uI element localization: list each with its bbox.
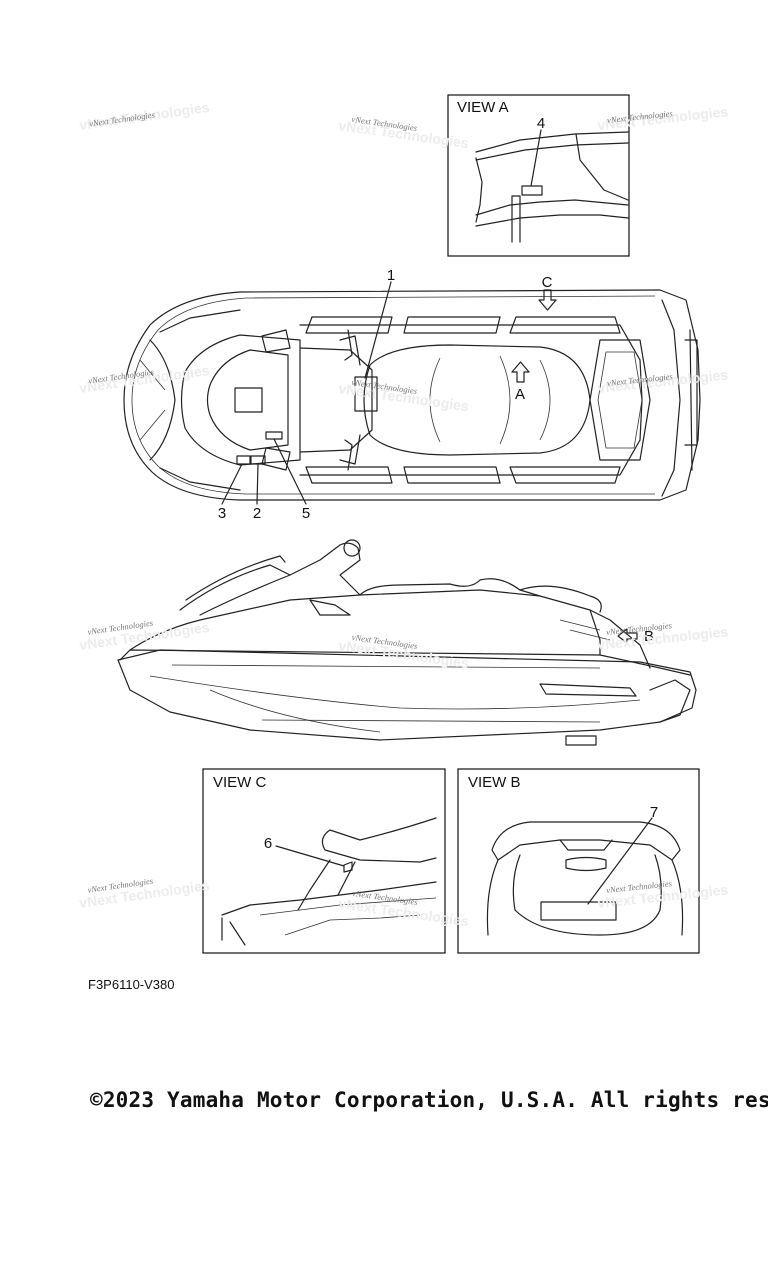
side-view: B — [117, 539, 697, 746]
view-b-title: VIEW B — [468, 774, 521, 791]
callout-6: 6 — [264, 835, 272, 852]
callout-1: 1 — [387, 267, 395, 284]
label-6-decal — [343, 861, 353, 873]
copyright-notice: ©2023 Yamaha Motor Corporation, U.S.A. A… — [90, 1088, 768, 1112]
view-a-inset: VIEW A 4 — [447, 94, 630, 257]
label-5-decal — [265, 431, 283, 440]
arrow-c-label: C — [542, 274, 553, 291]
view-a-frame — [447, 94, 630, 257]
callout-2: 2 — [253, 505, 261, 522]
view-a-title: VIEW A — [457, 99, 509, 116]
arrow-b-icon: B — [617, 628, 654, 645]
view-b-inset: VIEW B 7 — [457, 768, 700, 954]
figure-code: F3P6110-V380 — [88, 977, 175, 992]
view-c-inset: VIEW C 6 — [202, 768, 446, 954]
label-7-decal — [540, 901, 617, 921]
label-3-decal — [236, 455, 251, 465]
top-view: 1 3 2 5 C A — [123, 267, 701, 522]
view-c-frame — [202, 768, 446, 954]
label-4-decal — [521, 185, 543, 196]
arrow-a-label: A — [515, 386, 525, 403]
callout-5: 5 — [302, 505, 310, 522]
arrow-c-icon: C — [538, 274, 557, 311]
label-1-decal — [354, 376, 378, 412]
arrow-a-icon: A — [511, 361, 530, 403]
arrow-b-label: B — [644, 628, 654, 645]
view-c-title: VIEW C — [213, 774, 267, 791]
callout-3: 3 — [218, 505, 226, 522]
callout-7: 7 — [650, 804, 658, 821]
view-b-frame — [457, 768, 700, 954]
callout-4: 4 — [537, 115, 545, 132]
